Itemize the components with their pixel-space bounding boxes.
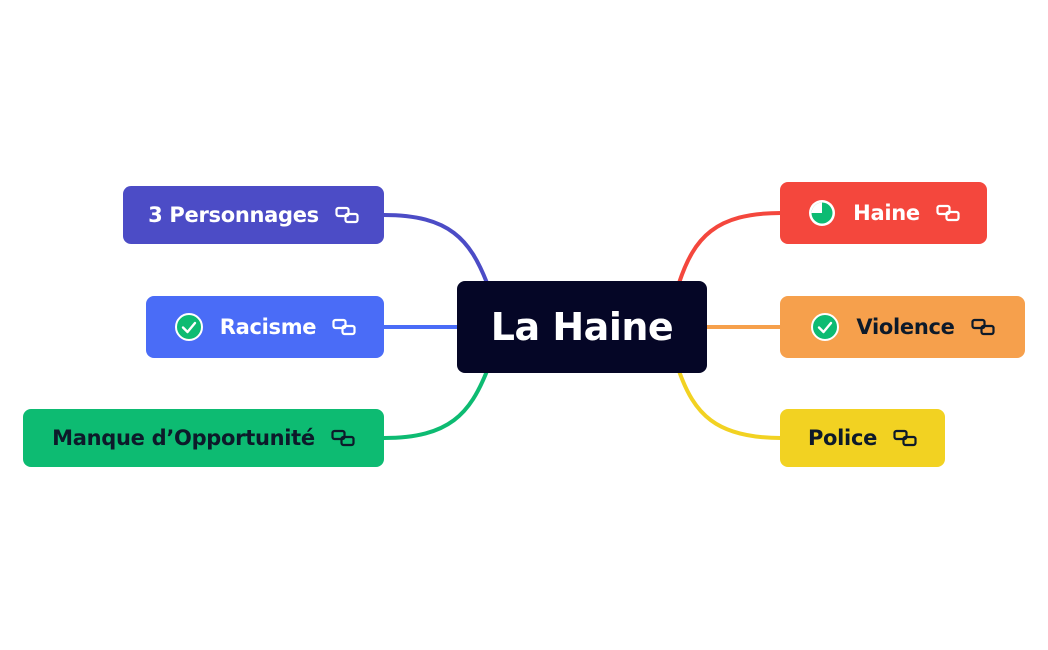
link-icon[interactable]	[893, 429, 917, 447]
connector-personnages	[382, 213, 489, 285]
link-icon[interactable]	[335, 206, 359, 224]
check-circle-icon[interactable]	[810, 312, 840, 342]
branch-violence[interactable]: Violence	[780, 296, 1025, 358]
central-topic[interactable]: La Haine	[457, 281, 707, 373]
branch-personnages-label: 3 Personnages	[148, 202, 319, 227]
branch-violence-label: Violence	[856, 314, 955, 339]
branch-haine-label: Haine	[853, 200, 920, 225]
branch-police-label: Police	[807, 425, 878, 450]
link-icon[interactable]	[936, 204, 960, 222]
branch-racisme[interactable]: Racisme	[146, 296, 384, 358]
connector-police	[677, 369, 783, 440]
branch-racisme-label: Racisme	[219, 314, 317, 339]
connector-haine	[677, 211, 783, 285]
branch-police[interactable]: Police	[780, 409, 945, 467]
link-icon[interactable]	[970, 318, 995, 336]
progress-pie-icon[interactable]	[807, 198, 837, 228]
connector-opportunite	[382, 369, 489, 440]
branch-personnages[interactable]: 3 Personnages	[123, 186, 384, 244]
link-icon[interactable]	[332, 318, 356, 336]
central-topic-label: La Haine	[490, 305, 674, 349]
check-circle-icon[interactable]	[174, 312, 204, 342]
branch-opportunite-label: Manque d’Opportunité	[52, 425, 315, 450]
branch-haine[interactable]: Haine	[780, 182, 987, 244]
branch-opportunite[interactable]: Manque d’Opportunité	[23, 409, 384, 467]
link-icon[interactable]	[331, 429, 355, 447]
